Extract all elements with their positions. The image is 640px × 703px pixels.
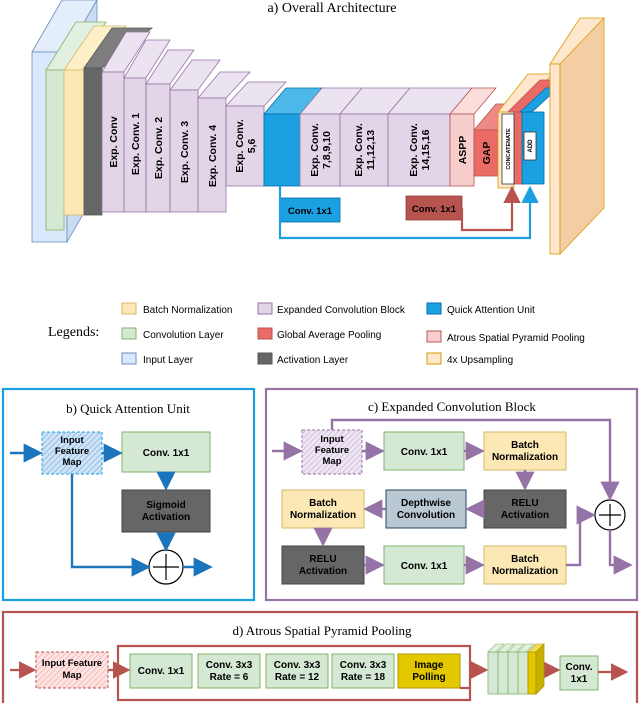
arch-title: a) Overall Architecture — [267, 1, 396, 16]
arch-quick-attention — [263, 87, 323, 187]
legend-swatch — [257, 352, 273, 365]
arch-output-upsampling — [549, 17, 605, 255]
aspp-frame — [1, 610, 639, 703]
legend-label: Quick Attention Unit — [447, 305, 535, 316]
ecb-bn-1 — [483, 431, 567, 471]
legend-swatch — [121, 327, 137, 340]
expconv-label: Exp. Conv.5,6 — [234, 119, 258, 173]
legend-label: Activation Layer — [277, 355, 349, 366]
expconv-block: Exp. Conv. 1 — [123, 39, 171, 213]
legend-label: 4x Upsampling — [447, 355, 513, 366]
qau-arrows — [10, 443, 213, 577]
arch-concat-label: CONCATENATE — [506, 128, 512, 170]
expconv-label: Exp. Conv. 4 — [207, 125, 219, 187]
legend-swatch — [121, 352, 137, 365]
arch-skip-arrow-blue — [278, 185, 539, 240]
expconv-block: Exp. Conv.5,6 — [225, 81, 287, 187]
expconv-label: Exp. Conv. 3 — [179, 121, 191, 183]
expconv-block: Exp. Conv. 2 — [145, 49, 195, 213]
aspp-arrows — [10, 644, 561, 702]
legend-swatch — [257, 327, 273, 340]
ecb-relu-1 — [483, 489, 567, 529]
arch-conv1x1-blue-label: Conv. 1x1 — [288, 206, 333, 217]
aspp-out-conv-label: Conv.1x1 — [565, 662, 592, 685]
arch-expconv-blocks: Exp. Conv Exp. Conv. 1 Exp. Conv. 2 Exp.… — [101, 31, 473, 213]
ecb-conv2-label: Conv. 1x1 — [401, 561, 448, 572]
aspp-input-map — [35, 651, 109, 689]
expconv-label: Exp. Conv — [108, 116, 120, 168]
ecb-bn-3 — [483, 545, 567, 585]
expconv-block: Exp. Conv.7,8,9,10 — [299, 87, 363, 187]
ecb-title: c) Expanded Convolution Block — [368, 399, 536, 414]
legend: Batch Normalization Convolution Layer In… — [121, 302, 585, 366]
expconv-label: Exp. Conv.14,15,16 — [408, 123, 432, 177]
legend-swatch — [426, 330, 442, 343]
legend-label: Batch Normalization — [143, 305, 232, 316]
qau-frame — [1, 387, 256, 602]
expconv-block: Exp. Conv. 4 — [197, 71, 251, 213]
arch-skip-arrow-red — [460, 185, 521, 232]
arch-gap-label: GAP — [481, 142, 493, 165]
ecb-depthwise — [385, 489, 467, 529]
legend-swatch — [426, 352, 442, 365]
ecb-conv1-label: Conv. 1x1 — [401, 447, 448, 458]
legend-label: Atrous Spatial Pyramid Pooling — [447, 333, 585, 344]
legend-swatch — [257, 302, 273, 315]
arch-conv1x1-blue — [279, 197, 341, 223]
qau-title: b) Quick Attention Unit — [66, 401, 190, 416]
legend-label: Convolution Layer — [143, 330, 224, 341]
ecb-frame — [264, 387, 639, 602]
ecb-conv1x1-1 — [383, 431, 465, 471]
aspp-branch — [331, 653, 395, 689]
legend-title: Legends: — [48, 325, 99, 340]
expconv-label: Exp. Conv.7,8,9,10 — [309, 123, 333, 177]
aspp-title: d) Atrous Spatial Pyramid Pooling — [232, 623, 412, 638]
aspp-out-conv1x1 — [559, 655, 599, 691]
expconv-label: Exp. Conv. 2 — [153, 117, 165, 179]
legend-swatch — [426, 302, 442, 315]
arch-upsample-stack: CONCATENATE ADD — [497, 73, 560, 189]
arch-aspp-label: ASPP — [457, 136, 469, 165]
ecb-arrows — [272, 418, 633, 575]
expconv-block: Exp. Conv.11,12,13 — [339, 87, 411, 187]
qau-conv-label: Conv. 1x1 — [143, 448, 190, 459]
expconv-label: Exp. Conv.11,12,13 — [353, 123, 377, 177]
arch-aspp: ASPP — [449, 87, 497, 187]
expconv-label: Exp. Conv. 1 — [130, 113, 142, 175]
legend-swatch — [121, 302, 137, 315]
arch-conv1x1-red-label: Conv. 1x1 — [412, 204, 457, 215]
ecb-relu-2 — [281, 545, 365, 585]
expconv-block: Exp. Conv — [101, 31, 151, 213]
aspp-branch — [265, 653, 329, 689]
aspp-branch — [197, 653, 261, 689]
qau-sigmoid — [121, 489, 211, 533]
qau-input-map — [41, 431, 103, 475]
legend-label: Expanded Convolution Block — [277, 305, 406, 316]
ecb-bn-2 — [281, 489, 365, 529]
aspp-branch-label: Conv. 1x1 — [138, 666, 185, 677]
aspp-concat-stack — [487, 643, 545, 695]
legend-label: Global Average Pooling — [277, 330, 381, 341]
arch-add-label: ADD — [528, 139, 534, 153]
legend-label: Input Layer — [143, 355, 194, 366]
aspp-image-polling — [397, 653, 461, 689]
